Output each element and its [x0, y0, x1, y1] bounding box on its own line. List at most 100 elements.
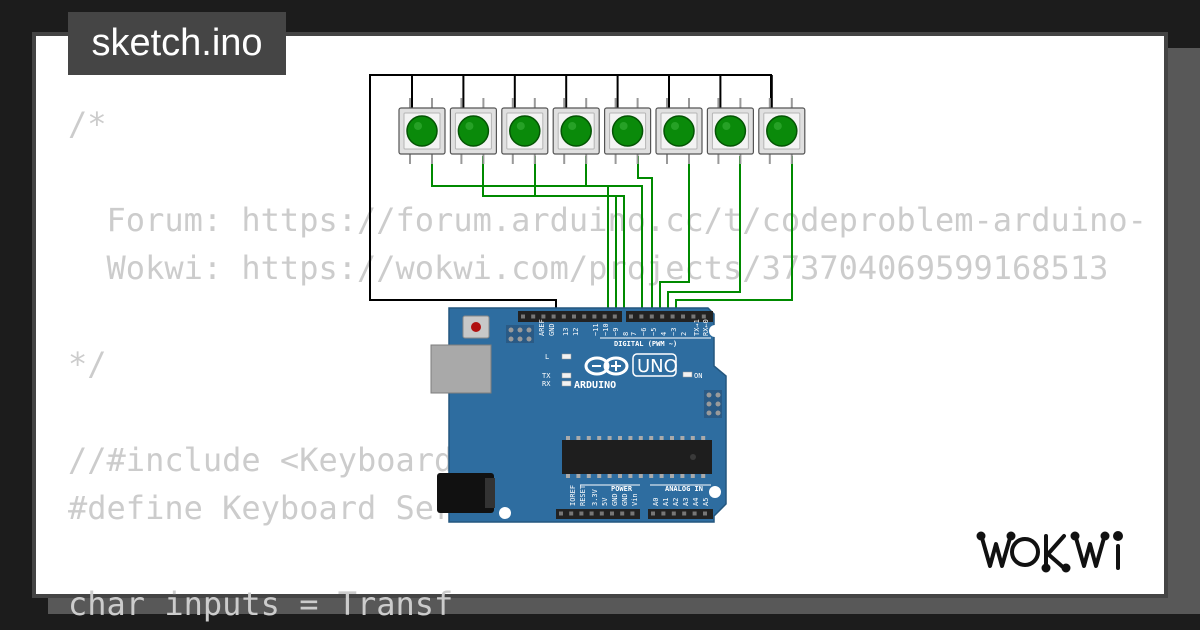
- pushbutton-cap: [560, 115, 592, 147]
- power-pin-label: 3.3V: [591, 488, 599, 506]
- pushbutton-leg: [790, 98, 793, 110]
- pushbutton[interactable]: [603, 98, 652, 164]
- uno-label: UNO: [637, 356, 678, 377]
- header-pin: [559, 511, 563, 516]
- header-pin: [620, 511, 625, 516]
- wokwi-logo: WOKWI: [976, 524, 1152, 578]
- chip-notch: [690, 454, 696, 460]
- header-pin: [612, 314, 617, 319]
- atmega-chip: [562, 440, 712, 474]
- chip-pin: [618, 436, 622, 440]
- power-header: [556, 509, 640, 519]
- icsp-pin: [706, 410, 712, 416]
- code-line: /*: [68, 105, 107, 143]
- chip-pin: [607, 474, 612, 478]
- icsp-pin: [715, 401, 721, 407]
- header-pin: [660, 314, 665, 319]
- pushbutton-leg: [533, 98, 536, 110]
- header-pin: [582, 314, 587, 319]
- chip-pin: [659, 474, 664, 478]
- pushbutton-leg: [511, 98, 514, 110]
- pushbutton[interactable]: [706, 98, 755, 164]
- digital-pin-label: 7: [630, 332, 638, 336]
- digital-pin-label: TX→1: [693, 319, 701, 336]
- ground-bus-wire: [411, 74, 772, 108]
- led-label: TX: [542, 372, 551, 380]
- digital-pin-label: 8: [622, 332, 630, 336]
- pushbutton[interactable]: [398, 98, 446, 164]
- pushbutton-cap: [766, 115, 798, 147]
- chip-pin: [576, 474, 581, 478]
- header-pin: [671, 511, 676, 516]
- digital-pin-label: RX←0: [702, 319, 710, 336]
- power-pin-label: IOREF: [569, 485, 577, 506]
- digital-header-label: DIGITAL (PWM ~): [614, 340, 677, 348]
- signal-wire: [585, 156, 643, 318]
- led-label: RX: [542, 380, 551, 388]
- chip-pin: [607, 436, 612, 440]
- header-pin: [521, 314, 525, 319]
- pushbutton-highlight: [722, 122, 731, 130]
- digital-pin-label: AREF: [538, 319, 546, 336]
- chip-pin: [566, 436, 570, 440]
- pushbutton-leg: [511, 154, 514, 164]
- code-editor[interactable]: /* Forum: https://forum.arduino.cc/t/cod…: [68, 100, 1147, 628]
- header-pin: [691, 314, 696, 319]
- pushbutton[interactable]: [552, 98, 600, 164]
- led-label: ON: [694, 372, 702, 380]
- chip-pin: [701, 474, 706, 478]
- icsp-pin: [706, 401, 712, 407]
- analog-pin-label: A0: [652, 498, 660, 506]
- wokwi-logo-icon: [976, 531, 1123, 573]
- header-pin: [572, 314, 576, 319]
- pushbutton[interactable]: [449, 98, 497, 164]
- chip-pin: [680, 436, 685, 440]
- chip-pin: [597, 474, 602, 478]
- signal-wire: [667, 156, 741, 318]
- pushbutton-highlight: [619, 122, 628, 130]
- pushbutton-cap: [509, 115, 541, 147]
- arduino-logo-icon: [584, 356, 629, 376]
- header-pin: [531, 314, 536, 319]
- signal-wire: [659, 156, 690, 318]
- digital-header-high: [518, 311, 622, 322]
- icsp-pin: [715, 392, 721, 398]
- header-pin: [589, 511, 594, 516]
- pushbutton-leg: [585, 154, 588, 164]
- icsp-pin: [706, 392, 712, 398]
- pushbutton-cap: [611, 115, 644, 147]
- chip-pin: [628, 436, 633, 440]
- pushbutton-leg: [614, 154, 617, 164]
- pushbutton-leg: [563, 154, 566, 164]
- pushbutton-leg: [431, 154, 433, 164]
- chip-pin: [586, 436, 591, 440]
- header-pin: [629, 314, 633, 319]
- signal-wire: [675, 156, 793, 318]
- pushbutton-leg: [739, 98, 742, 110]
- signal-wire: [431, 156, 609, 318]
- pushbutton-leg: [460, 154, 463, 164]
- pushbutton[interactable]: [655, 98, 703, 164]
- power-pin-label: GND: [611, 493, 619, 506]
- file-tab[interactable]: sketch.ino: [68, 12, 286, 75]
- pushbutton-leg: [614, 98, 617, 110]
- chip-pin: [576, 436, 581, 440]
- pushbutton-highlight: [516, 122, 525, 130]
- pushbutton[interactable]: [501, 98, 549, 164]
- header-pin: [703, 511, 707, 516]
- code-line: char inputs = Transf: [68, 585, 454, 623]
- mount-hole: [499, 507, 511, 519]
- icsp-pin: [526, 336, 532, 342]
- pushbutton-leg: [717, 98, 720, 110]
- chip-pin: [680, 474, 685, 478]
- header-pin: [681, 314, 685, 319]
- pushbutton[interactable]: [758, 98, 806, 164]
- icsp-pin: [517, 327, 523, 333]
- signal-wire: [534, 156, 625, 318]
- pushbutton-leg: [688, 154, 690, 164]
- pushbutton-cap: [406, 115, 438, 147]
- chip-pin: [649, 474, 654, 478]
- pushbutton-leg: [409, 154, 411, 164]
